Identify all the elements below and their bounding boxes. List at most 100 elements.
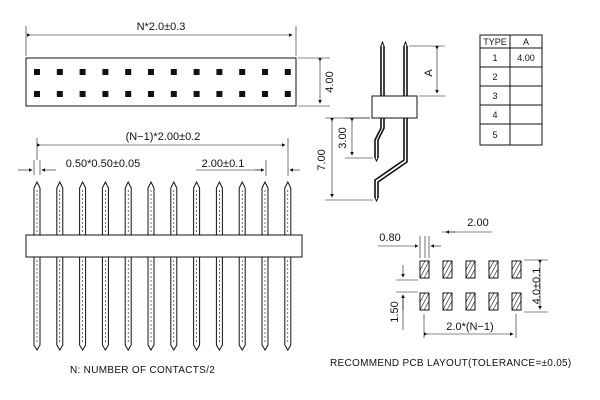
front-pin-lower [215,257,223,351]
side-view-body [371,95,418,119]
pcb-pad-hatch [515,268,522,279]
side-300-label: 3.00 [337,127,349,148]
front-pin-lower [193,257,201,351]
top-view-pin [239,69,246,75]
pcb-pad-hatch [442,292,449,303]
front-pin-upper [193,180,201,235]
side-pin-short-bent [374,118,382,158]
top-view-pin [216,91,223,97]
top-view-outline [25,57,297,107]
type-table-cell: 3 [492,91,497,101]
pcb-pad-grid [419,260,522,311]
side-a-label: A [423,69,435,77]
top-view-pin [216,69,223,75]
top-view-pin [170,91,177,97]
top-view-pin [79,69,86,75]
pcb-pad-hatch [492,300,499,311]
top-view-pin [193,91,200,97]
top-view-pin [239,91,246,97]
pcb-pad-hatch [469,300,476,311]
front-pin-lower [79,257,87,351]
front-pin-lower [101,257,109,351]
pcb-pad-hatch [488,260,495,271]
front-pin-upper [101,180,109,235]
top-view-pin [102,91,109,97]
front-pin-upper [238,180,246,235]
pcb-080-label: 0.80 [379,232,400,244]
pcb-pad-hatch [469,268,476,279]
pcb-pad-hatch [423,300,430,311]
type-table-header-a: A [523,37,529,47]
top-view-pin [56,91,63,97]
pcb-150-label: 1.50 [389,301,401,322]
type-table-outline [479,34,543,146]
front-pin-upper [284,180,292,235]
top-height-label: 4.00 [324,71,336,92]
pcb-pad-hatch [465,292,476,311]
front-view: (N−1)*2.00±0.2 0.50*0.50±0.05 2.00±0.1 [18,131,303,351]
top-view-pin [262,91,268,97]
type-table: TYPE A 1 4.00 2 3 4 5 [479,34,543,146]
front-view-pins [33,180,292,351]
pcb-pad-hatch [488,260,499,279]
top-view-pin [170,69,177,75]
front-pin-upper [215,180,223,235]
pcb-200-label: 2.00 [467,217,488,229]
pcb-pad-hatch [446,268,453,279]
front-view-body [25,234,303,258]
pcb-pad-hatch [446,300,453,311]
side-pin-long-bent [374,118,405,198]
type-table-cell: 1 [492,53,497,63]
top-view-pin [125,69,132,75]
front-pin-lower [238,257,246,351]
top-view-pin [102,69,109,75]
front-pin-upper [33,180,41,235]
top-view: N*2.0±0.3 4.00 [25,21,336,107]
top-view-pin [148,91,154,97]
top-view-pin [284,69,291,75]
pcb-40-label: 4.0±0.1 [531,268,543,305]
front-pin-upper [147,180,155,235]
front-pin-upper [56,180,64,235]
pitch-label: 2.00±0.1 [202,158,245,170]
front-pin-upper [124,180,132,235]
pcb-pad-hatch [419,292,426,303]
pcb-pad-hatch [419,260,430,279]
type-table-cell: 5 [492,130,497,140]
type-table-cell: 4 [492,110,497,120]
pcb-pad-hatch [492,268,499,279]
front-pin-lower [124,257,132,351]
front-pin-upper [261,180,269,235]
pcb-pad-hatch [465,292,472,303]
pcb-pad-hatch [488,292,495,303]
top-view-pin [56,69,63,75]
top-view-pin [193,69,200,75]
pcb-pad-hatch [511,292,518,303]
top-width-label: N*2.0±0.3 [137,21,186,33]
pitch-total-label: (N−1)*2.00±0.2 [126,131,201,143]
top-view-pin [284,91,291,97]
front-pin-lower [33,257,41,351]
front-pin-upper [170,180,178,235]
top-view-pin [125,91,132,97]
front-pin-lower [147,257,155,351]
top-view-pin [34,91,40,97]
pcb-pad-hatch [488,292,499,311]
top-view-pin [34,69,40,75]
top-view-pin [262,69,268,75]
top-view-pin [148,69,154,75]
pcb-pitch-label: 2.0*(N−1) [446,321,493,333]
side-view: A 3.00 7.00 [316,40,445,203]
front-pin-lower [284,257,292,351]
type-table-header-type: TYPE [483,37,507,47]
pcb-pad-hatch [442,292,453,311]
pin-size-label: 0.50*0.50±0.05 [66,158,141,170]
contacts-note: N: NUMBER OF CONTACTS/2 [70,365,215,376]
pcb-pad-hatch [442,260,449,271]
side-700-label: 7.00 [316,149,328,170]
top-view-pin-grid [34,69,291,97]
pcb-pad-hatch [465,260,476,279]
top-view-pin [79,91,86,97]
pcb-layout-note: RECOMMEND PCB LAYOUT(TOLERANCE=±0.05) [330,358,572,369]
